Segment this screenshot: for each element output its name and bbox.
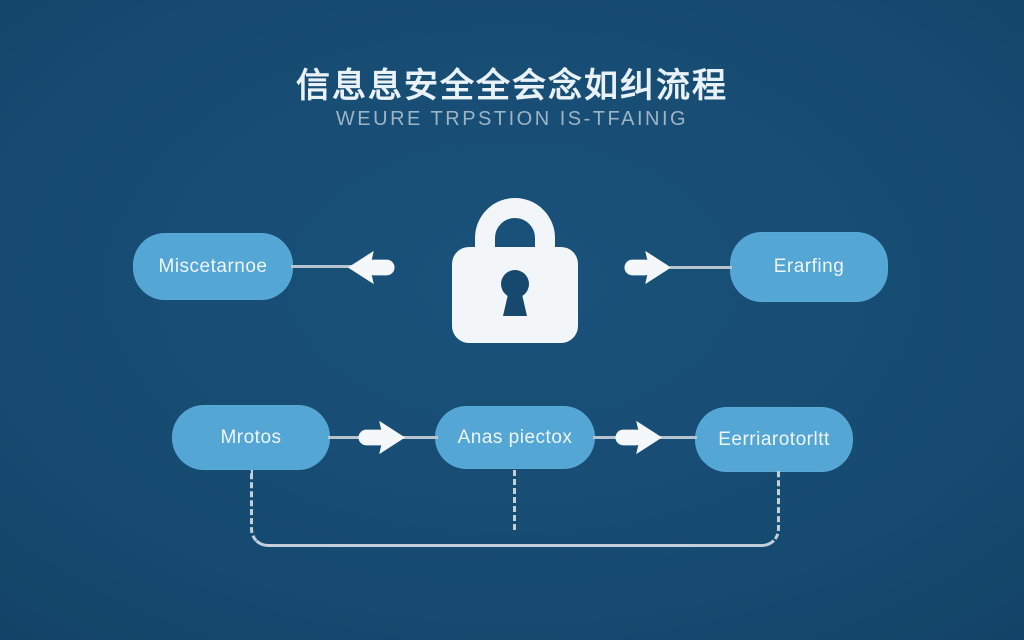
connector-line <box>291 265 354 268</box>
dashed-bracket-connector <box>250 470 780 547</box>
node-label: Eerriarotorltt <box>718 428 830 450</box>
node-label: Miscetarnoe <box>158 255 268 277</box>
connector-line <box>660 436 697 439</box>
connector-line <box>403 436 438 439</box>
node-label: Mrotos <box>220 426 282 448</box>
connector-line <box>593 436 622 439</box>
lock-icon <box>452 182 578 344</box>
connector-line <box>670 266 732 269</box>
arrow-right-icon <box>615 419 663 456</box>
node-bottom-left: Mrotos <box>172 405 330 470</box>
arrow-left-icon <box>347 249 395 286</box>
node-top-left: Miscetarnoe <box>133 233 293 300</box>
page-title: 信息息安全全会念如纠流程 <box>296 67 728 105</box>
arrow-right-icon <box>358 419 406 456</box>
node-top-right: Erarfing <box>730 232 888 302</box>
dashed-middle-connector <box>513 470 516 530</box>
page-subtitle: WEURE TRPSTION IS-TFAINIG <box>335 108 689 130</box>
node-label: Anas piectox <box>457 426 573 448</box>
node-bottom-middle: Anas piectox <box>435 406 595 469</box>
node-label: Erarfing <box>773 256 845 277</box>
node-bottom-right: Eerriarotorltt <box>695 407 853 472</box>
arrow-right-icon <box>624 249 672 286</box>
connector-line <box>328 436 364 439</box>
